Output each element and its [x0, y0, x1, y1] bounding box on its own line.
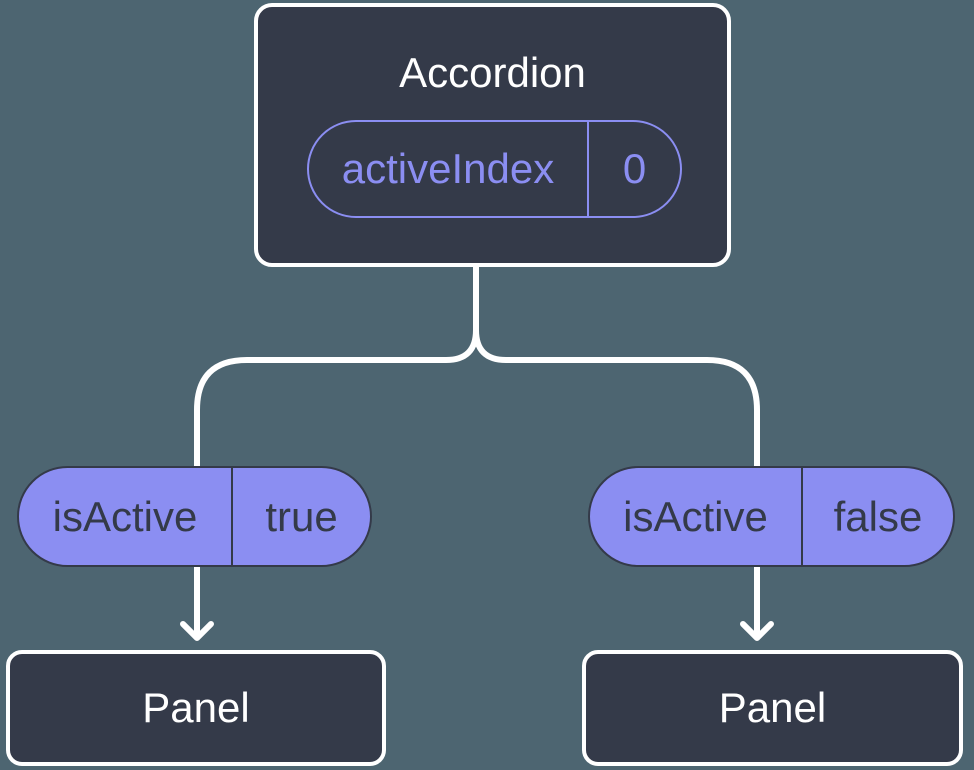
- prop-pill-left-key: isActive: [52, 492, 198, 540]
- state-pill-key: activeIndex: [341, 145, 555, 192]
- prop-pill-left-value: true: [231, 468, 370, 565]
- panel-node-right-title: Panel: [718, 684, 827, 731]
- prop-pill-left: isActive true: [17, 466, 372, 567]
- left-arrowhead-icon: [180, 621, 214, 641]
- prop-pill-right-value: false: [801, 468, 953, 565]
- prop-pill-right: isActive false: [588, 466, 955, 567]
- right-branch-line: [473, 263, 760, 637]
- panel-node-right: Panel: [582, 650, 963, 766]
- state-pill: activeIndex 0: [307, 120, 682, 218]
- right-arrowhead-icon: [740, 621, 774, 641]
- accordion-node-title: Accordion: [399, 49, 586, 96]
- left-branch-line: [194, 263, 479, 637]
- panel-node-left-title: Panel: [142, 684, 250, 731]
- panel-node-left: Panel: [6, 650, 386, 766]
- state-pill-value: 0: [587, 122, 680, 216]
- prop-pill-right-key: isActive: [623, 492, 768, 540]
- accordion-node: Accordion activeIndex 0: [254, 3, 731, 267]
